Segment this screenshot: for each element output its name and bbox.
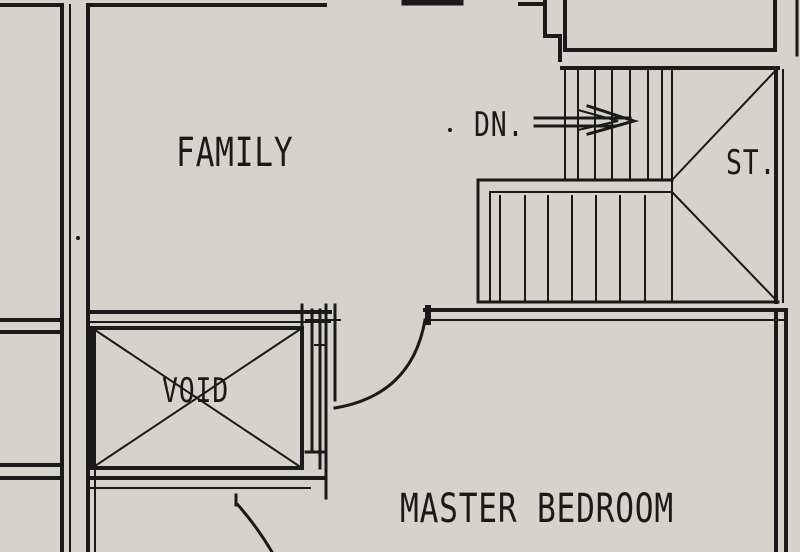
master-bedroom-walls	[423, 308, 788, 552]
void-shaft	[86, 310, 332, 489]
room-label-stair: ST.	[726, 143, 777, 183]
down-arrow-icon	[533, 104, 640, 136]
void-side-wall	[300, 303, 341, 500]
label-down: DN.	[474, 105, 525, 145]
plan-dots	[76, 128, 452, 240]
left-walls	[0, 3, 96, 552]
door-lower-left	[234, 493, 274, 552]
exterior-walls-top	[0, 0, 777, 62]
upper-treads	[577, 69, 663, 179]
room-label-family: FAMILY	[176, 130, 294, 176]
door-master-bedroom	[333, 305, 431, 410]
staircase	[476, 0, 799, 304]
room-label-void: VOID	[162, 371, 229, 411]
lower-treads	[524, 195, 646, 301]
room-label-master-bedroom: MASTER BEDROOM	[400, 486, 674, 532]
